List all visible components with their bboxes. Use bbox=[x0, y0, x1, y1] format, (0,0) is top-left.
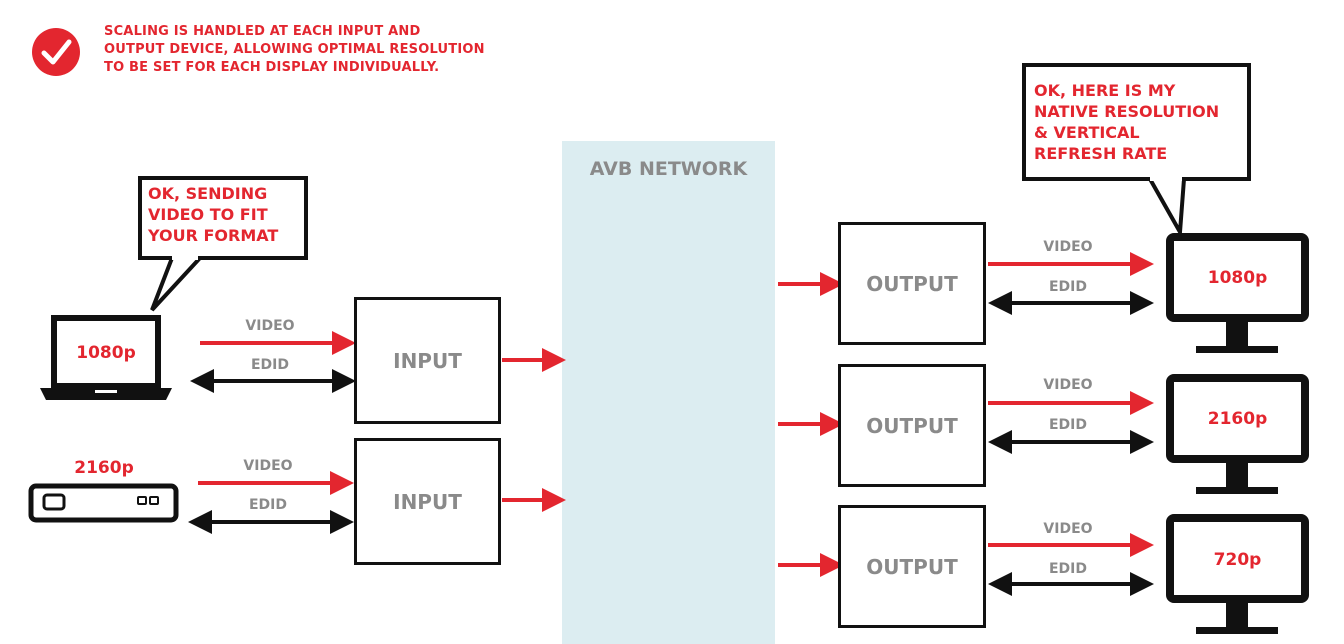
display-resolution: 2160p bbox=[1207, 409, 1268, 429]
output-box: OUTPUT bbox=[838, 505, 986, 628]
monitor-icon bbox=[1166, 374, 1309, 494]
input-box: INPUT bbox=[354, 297, 501, 424]
display-bubble-bottom-left bbox=[1022, 177, 1150, 181]
display-bubble-line-4: REFRESH RATE bbox=[1034, 144, 1168, 163]
display-resolution: 1080p bbox=[1207, 268, 1268, 288]
note-line-2: OUTPUT DEVICE, ALLOWING OPTIMAL RESOLUTI… bbox=[104, 42, 485, 57]
source-bubble-line-2: VIDEO TO FIT bbox=[148, 205, 268, 224]
display-bubble-line-2: NATIVE RESOLUTION bbox=[1034, 102, 1220, 121]
source-bubble-tail bbox=[150, 256, 202, 312]
display-resolution: 720p bbox=[1213, 550, 1262, 570]
display-bubble-line-3: & VERTICAL bbox=[1034, 123, 1140, 142]
video-label: VIDEO bbox=[243, 458, 293, 474]
edid-label: EDID bbox=[1048, 561, 1087, 577]
display-bubble-bottom-right bbox=[1182, 177, 1251, 181]
source-speech-bubble bbox=[138, 176, 308, 260]
video-label: VIDEO bbox=[245, 318, 295, 334]
note-line-3: TO BE SET FOR EACH DISPLAY INDIVIDUALLY. bbox=[104, 60, 440, 75]
video-label: VIDEO bbox=[1043, 377, 1093, 393]
edid-label: EDID bbox=[1048, 279, 1087, 295]
monitor-icon bbox=[1166, 514, 1309, 634]
media-player-icon bbox=[28, 483, 179, 523]
avb-network-band bbox=[562, 141, 775, 644]
source-bubble-line-3: YOUR FORMAT bbox=[148, 226, 279, 245]
input-box: INPUT bbox=[354, 438, 501, 565]
output-box: OUTPUT bbox=[838, 364, 986, 487]
video-label: VIDEO bbox=[1043, 521, 1093, 537]
video-label: VIDEO bbox=[1043, 239, 1093, 255]
source-bubble-line-1: OK, SENDING bbox=[148, 184, 268, 203]
network-title: AVB NETWORK bbox=[589, 158, 748, 180]
source-bubble-bottom-left bbox=[138, 256, 172, 260]
display-bubble-tail bbox=[1148, 178, 1186, 239]
edid-label: EDID bbox=[248, 497, 287, 513]
laptop-icon bbox=[40, 315, 172, 400]
edid-label: EDID bbox=[250, 357, 289, 373]
source-resolution: 1080p bbox=[76, 343, 136, 363]
monitor-icon bbox=[1166, 233, 1309, 353]
checkmark-circle-icon bbox=[32, 28, 80, 76]
display-speech-bubble bbox=[1022, 63, 1251, 181]
source-bubble-bottom-right bbox=[198, 256, 308, 260]
edid-label: EDID bbox=[1048, 417, 1087, 433]
display-bubble-line-1: OK, HERE IS MY bbox=[1034, 81, 1176, 100]
note-line-1: SCALING IS HANDLED AT EACH INPUT AND bbox=[104, 24, 421, 39]
output-box: OUTPUT bbox=[838, 222, 986, 345]
source-resolution: 2160p bbox=[74, 458, 134, 478]
